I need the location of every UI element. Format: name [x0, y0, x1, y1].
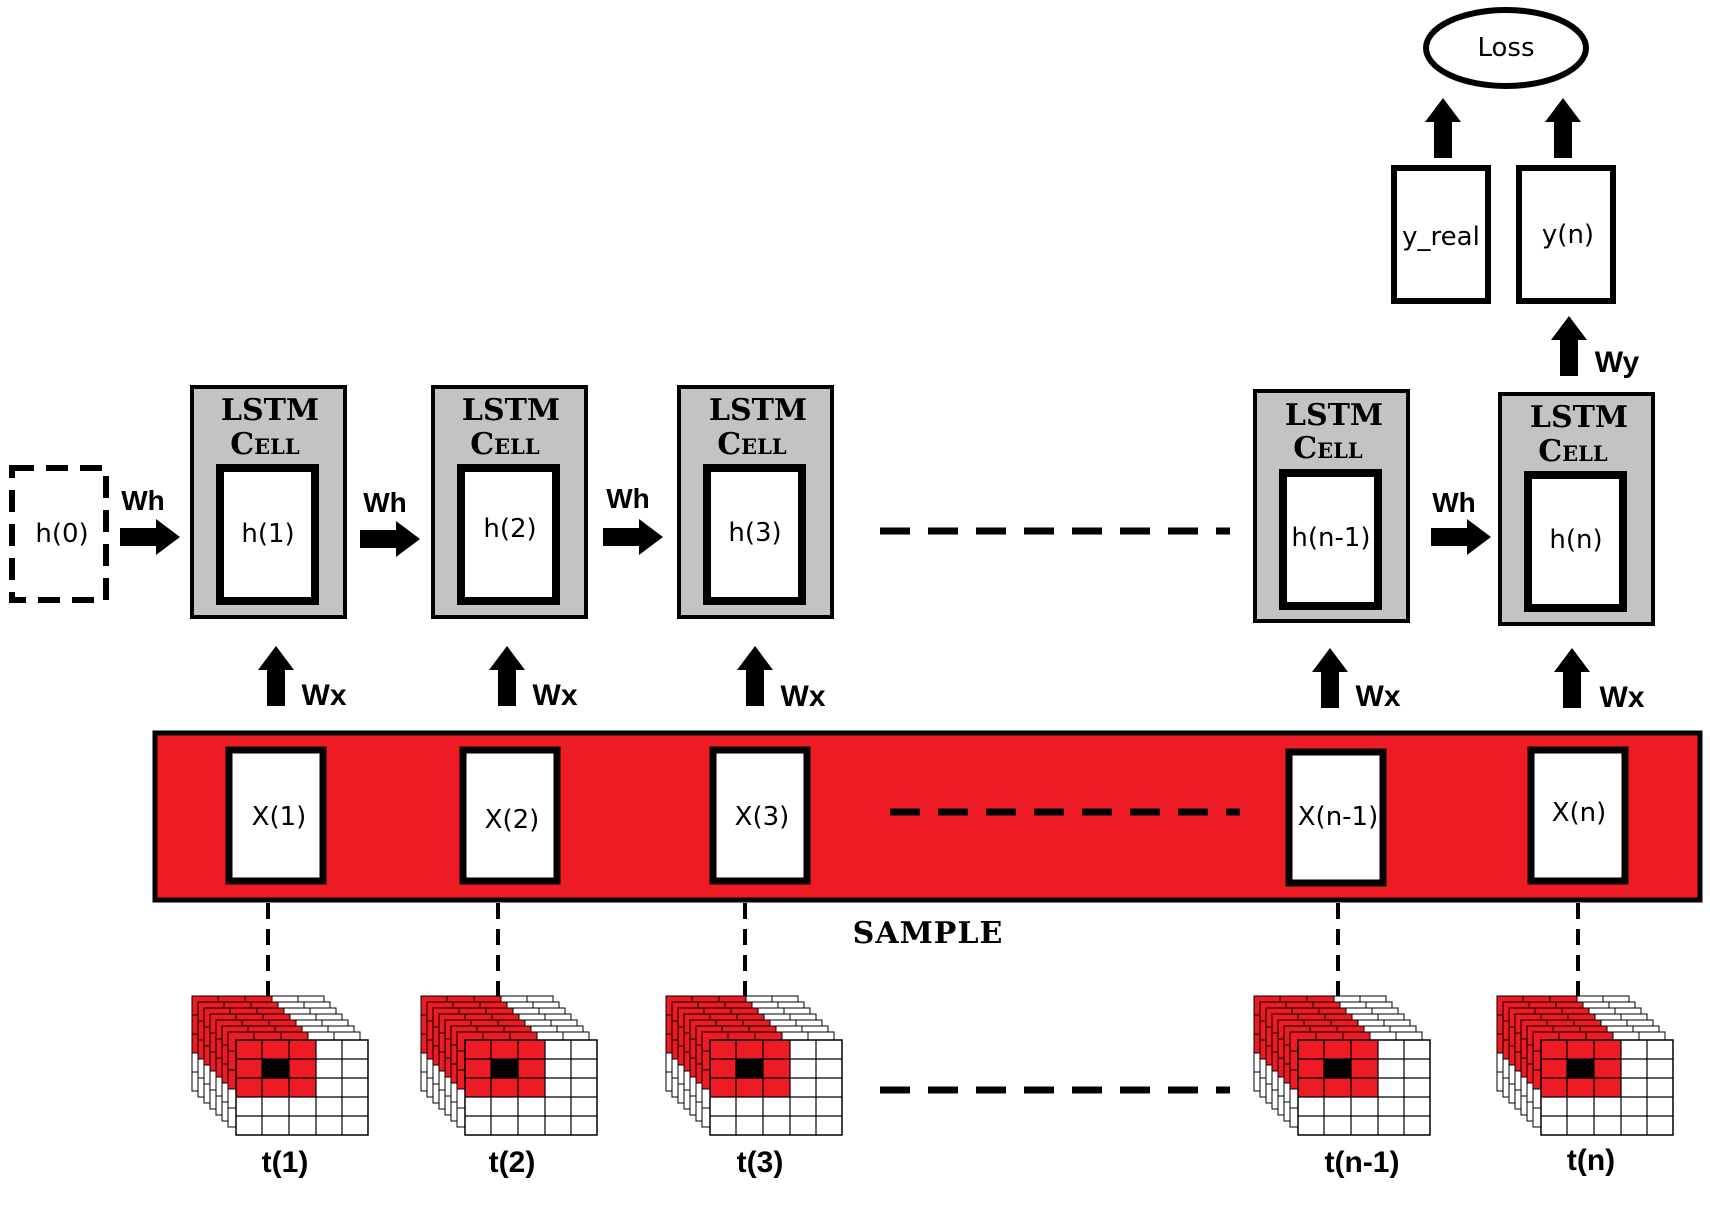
- frame-stack-n: [1497, 996, 1673, 1135]
- frame-stack-3: [666, 996, 842, 1135]
- time-label: t(1): [262, 1146, 309, 1179]
- hidden-state-label: h(n): [1549, 525, 1602, 555]
- lstm-cell-2: LSTM Cell h(2): [431, 385, 588, 619]
- frame-stack-n-1: [1254, 996, 1430, 1135]
- wx-arrow-n: Wx: [1554, 648, 1645, 714]
- hidden-state-label: h(3): [728, 518, 781, 548]
- hidden-state-label: h(n-1): [1291, 523, 1370, 553]
- input-box-2: X(2): [459, 746, 561, 885]
- time-label: t(3): [737, 1146, 784, 1179]
- wx-label: Wx: [781, 680, 826, 713]
- wh-arrow-1: Wh: [360, 487, 420, 557]
- sample-label: SAMPLE: [853, 916, 1004, 951]
- time-label: t(2): [489, 1146, 536, 1179]
- lstm-cell-n: LSTM Cell h(n): [1498, 392, 1655, 626]
- wx-arrow-3: Wx: [737, 646, 826, 713]
- wh-arrow-2: Wh: [603, 483, 663, 555]
- frame-stack-1: [192, 996, 368, 1135]
- hidden-state-label: h(1): [241, 519, 294, 549]
- cell-header: LSTM: [709, 393, 807, 428]
- sample-band: [152, 730, 1703, 903]
- input-box-1: X(1): [225, 746, 327, 885]
- wx-label: Wx: [302, 679, 347, 712]
- y-n-box: y(n): [1516, 165, 1616, 304]
- loss-arrows: [1425, 98, 1581, 158]
- lstm-cell-3: LSTM Cell h(3): [677, 385, 834, 619]
- wy-arrow: Wy: [1551, 316, 1640, 379]
- cell-header: LSTM: [1285, 398, 1383, 433]
- lstm-cell-1: LSTM Cell h(1): [190, 385, 347, 619]
- initial-state-label: h(0): [35, 519, 88, 549]
- cell-header: Cell: [1538, 434, 1608, 469]
- loss-label: Loss: [1477, 33, 1534, 63]
- hidden-state-label: h(2): [483, 514, 536, 544]
- wh-label: Wh: [121, 485, 165, 516]
- wx-arrow-n-1: Wx: [1312, 648, 1401, 713]
- cell-header: Cell: [470, 427, 540, 462]
- wh-arrow-3: Wh: [1431, 487, 1491, 555]
- input-label: X(n): [1552, 798, 1607, 828]
- wx-arrow-2: Wx: [489, 646, 578, 712]
- y-real-label: y_real: [1402, 222, 1480, 252]
- wx-label: Wx: [1356, 680, 1401, 713]
- wy-label: Wy: [1595, 346, 1640, 379]
- time-label: t(n): [1567, 1144, 1615, 1177]
- cell-header: LSTM: [462, 393, 560, 428]
- input-label: X(1): [252, 802, 307, 832]
- input-label: X(3): [735, 802, 790, 832]
- wh-label: Wh: [363, 487, 407, 518]
- wh-arrow-0: Wh: [120, 485, 180, 555]
- input-label: X(n-1): [1298, 802, 1379, 832]
- initial-state-box: h(0): [9, 465, 109, 603]
- y-n-label: y(n): [1542, 220, 1594, 250]
- input-box-n-1: X(n-1): [1285, 748, 1387, 887]
- input-box-3: X(3): [709, 746, 811, 885]
- cell-header: Cell: [717, 427, 787, 462]
- input-label: X(2): [485, 805, 540, 835]
- frame-stack-2: [421, 996, 597, 1135]
- input-box-n: X(n): [1527, 746, 1629, 885]
- cell-header: Cell: [230, 427, 300, 462]
- cell-header: LSTM: [1530, 400, 1628, 435]
- cell-header: Cell: [1293, 431, 1363, 466]
- wh-label: Wh: [1432, 487, 1476, 518]
- wx-label: Wx: [1600, 681, 1645, 714]
- lstm-cell-n-1: LSTM Cell h(n-1): [1253, 389, 1410, 623]
- time-label: t(n-1): [1325, 1146, 1400, 1179]
- loss-node: Loss: [1423, 7, 1589, 89]
- y-real-box: y_real: [1391, 165, 1491, 304]
- cell-header: LSTM: [221, 393, 319, 428]
- wx-label: Wx: [533, 679, 578, 712]
- wh-label: Wh: [606, 483, 650, 514]
- wx-arrow-1: Wx: [258, 646, 347, 712]
